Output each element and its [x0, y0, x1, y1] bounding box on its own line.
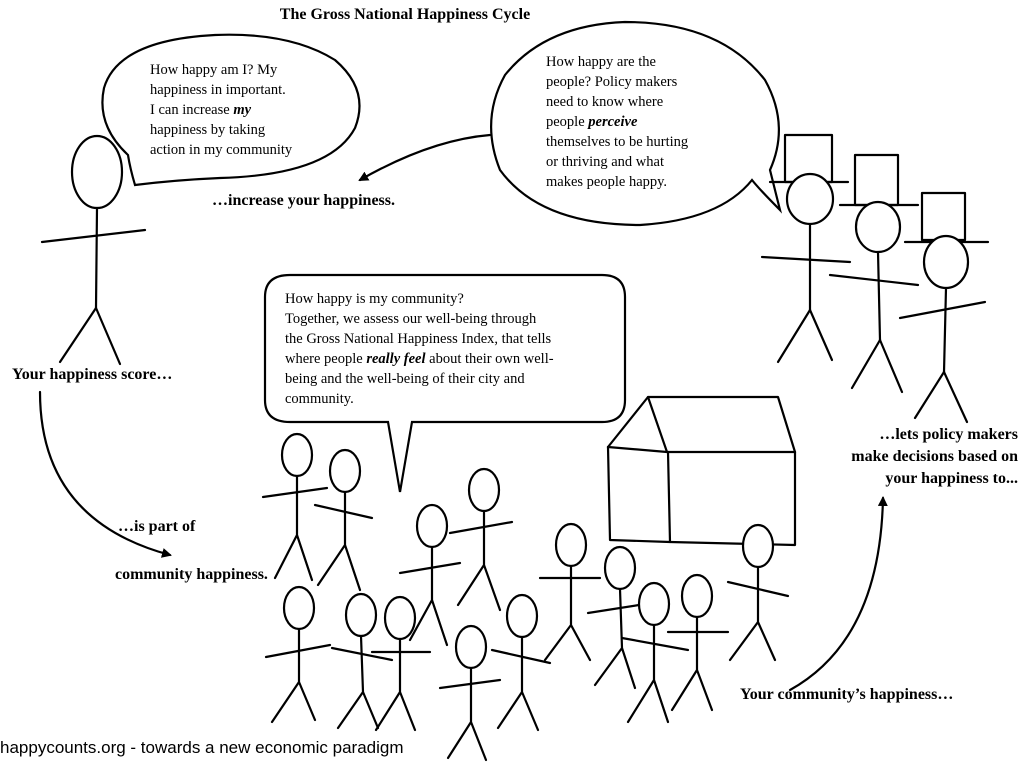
- crowd-figure-9: [726, 523, 790, 662]
- crowd-figure-10: [264, 585, 332, 724]
- community-speech-bubble: [263, 273, 627, 493]
- label-lets-policy-makers: …lets policy makers make decisions based…: [851, 426, 1018, 487]
- crowd-figure-14: [490, 593, 552, 732]
- label-increase-happiness: …increase your happiness.: [212, 192, 395, 209]
- individual-speech-bubble: [101, 33, 361, 187]
- policy-speech-bubble: [490, 20, 783, 227]
- individual-stick-figure: [40, 134, 147, 366]
- crowd-figure-13: [438, 624, 502, 762]
- crowd-figure-7: [620, 581, 690, 724]
- arrow-score-to-community: [38, 390, 172, 558]
- policy-maker-figure-2: [828, 153, 920, 394]
- crowd-figure-5: [538, 522, 602, 662]
- arrow-community-to-policy: [788, 496, 888, 692]
- individual-bubble-text: How happy am I? My happiness in importan…: [150, 62, 293, 158]
- label-your-happiness-score: Your happiness score…: [12, 366, 173, 383]
- footer-attribution: happycounts.org - towards a new economic…: [0, 738, 404, 757]
- community-bubble-text: How happy is my community? Together, we …: [285, 291, 554, 407]
- crowd-figure-12: [370, 595, 432, 732]
- label-community-happiness: community happiness.: [115, 566, 268, 583]
- label-your-community-happiness: Your community’s happiness…: [740, 686, 954, 703]
- arrow-to-increase: [358, 133, 492, 182]
- house-icon: [606, 395, 797, 547]
- crowd-figure-4: [398, 503, 462, 647]
- diagram-title: The Gross National Happiness Cycle: [279, 6, 531, 23]
- policy-maker-figure-1: [760, 133, 852, 364]
- crowd-figure-3: [448, 467, 514, 612]
- crowd-figure-1: [261, 432, 329, 582]
- crowd-figure-8: [666, 573, 730, 712]
- crowd-figure-11: [330, 592, 394, 730]
- crowd-figure-2: [313, 448, 374, 592]
- policy-maker-figure-3: [898, 191, 990, 424]
- label-is-part-of: …is part of: [118, 518, 196, 535]
- policy-bubble-text: How happy are the people? Policy makers …: [546, 54, 689, 190]
- crowd-figure-6: [586, 545, 654, 690]
